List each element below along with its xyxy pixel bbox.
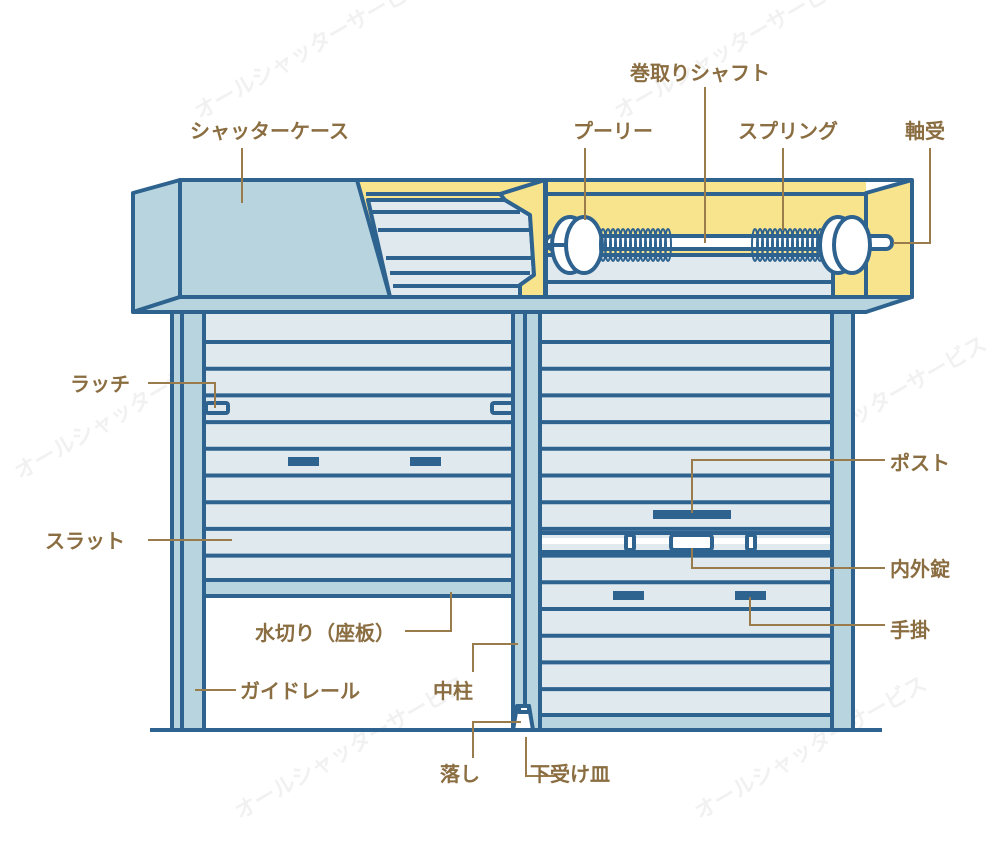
post — [653, 510, 731, 519]
shutter-left — [202, 310, 516, 598]
label-lock: 内外錠 — [890, 557, 950, 581]
handle — [613, 591, 644, 600]
shaft-assembly — [544, 215, 894, 275]
labels: シャッターケース 巻取りシャフト プーリー スプリング 軸受 ラッチ スラット … — [45, 61, 950, 786]
label-slat: スラット — [45, 529, 125, 553]
label-center-pillar: 中柱 — [433, 679, 473, 703]
shutter-right — [538, 310, 834, 732]
label-shutter-case: シャッターケース — [190, 119, 349, 143]
latch — [204, 401, 230, 415]
latch — [490, 401, 516, 415]
label-bearing: 軸受 — [905, 119, 945, 143]
leader-lines — [148, 87, 931, 777]
bottom-bar — [202, 578, 516, 598]
pulley — [548, 215, 604, 275]
spring-left — [599, 228, 672, 262]
watermark: オールシャッターサービス — [191, 0, 432, 125]
label-bottom-bar: 水切り（座板） — [255, 621, 395, 645]
label-handle: 手掛 — [890, 618, 930, 642]
rolled-slats — [366, 192, 536, 299]
label-drop-bolt: 落し — [440, 762, 480, 786]
winding-shaft — [544, 234, 894, 251]
center-pillar — [511, 310, 542, 732]
label-post: ポスト — [890, 451, 950, 475]
handle — [410, 457, 441, 466]
spring-right — [751, 228, 829, 262]
label-shaft: 巻取りシャフト — [629, 61, 770, 85]
guide-rail-left — [170, 310, 206, 732]
bearing-pulley — [818, 215, 872, 275]
guide-rail-right — [830, 310, 855, 732]
lock — [669, 533, 714, 552]
label-pulley: プーリー — [573, 119, 653, 143]
label-receiver: 下受け皿 — [530, 762, 610, 786]
handle — [288, 457, 319, 466]
handle — [735, 591, 766, 600]
spring-coil — [664, 228, 672, 262]
label-latch: ラッチ — [70, 372, 130, 396]
label-guide-rail: ガイドレール — [240, 679, 360, 703]
label-spring: スプリング — [738, 119, 838, 143]
